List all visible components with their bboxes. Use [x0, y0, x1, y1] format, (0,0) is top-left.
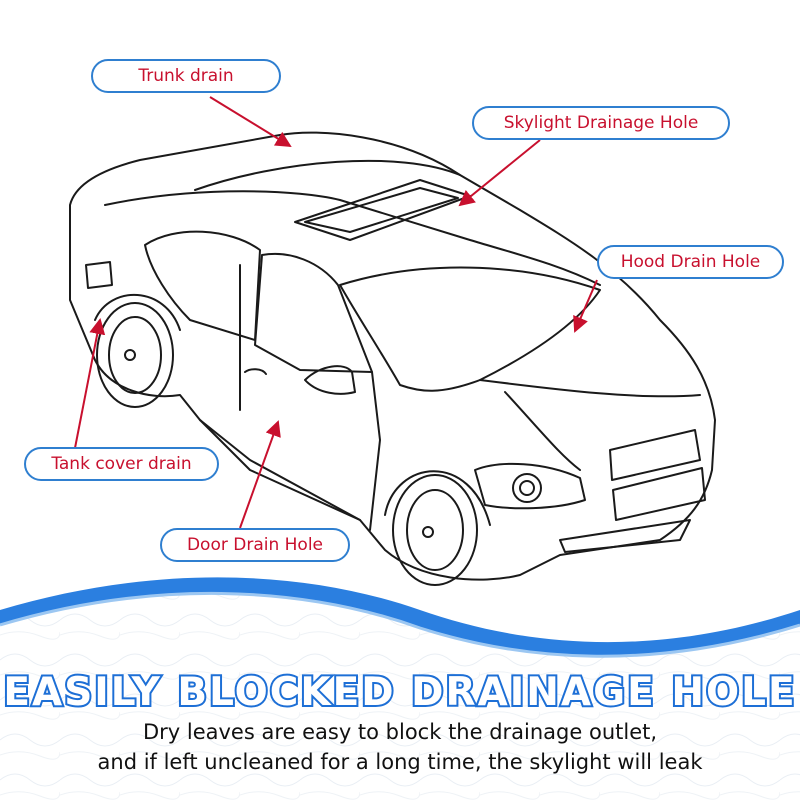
- arrow-tank-cover-drain: [74, 318, 106, 449]
- label-skylight-drainage-hole: Skylight Drainage Hole: [472, 106, 730, 140]
- label-tank-cover-drain: Tank cover drain: [24, 447, 219, 481]
- fuel-cap: [85, 261, 113, 289]
- footer-description-line-1: Dry leaves are easy to block the drainag…: [142, 720, 658, 744]
- footer-background: [0, 577, 800, 800]
- rear-window: [144, 230, 261, 341]
- grille: [609, 429, 701, 481]
- blue-wave: [0, 577, 800, 657]
- arrow-door-drain-hole: [239, 420, 281, 529]
- arrow-skylight-drainage-hole: [458, 139, 541, 207]
- label-door-drain-hole: Door Drain Hole: [160, 528, 350, 562]
- arrow-trunk-drain: [209, 96, 292, 148]
- label-trunk-drain: Trunk drain: [91, 59, 281, 93]
- side-mirror: [304, 365, 356, 395]
- arrow-hood-drain-hole: [573, 279, 598, 333]
- front-wheel: [392, 474, 478, 586]
- footer-headline: EASILY BLOCKED DRAINAGE HOLE: [1, 668, 797, 717]
- callout-arrows: [74, 96, 598, 529]
- windshield: [339, 266, 601, 392]
- front-window: [254, 252, 373, 373]
- label-hood-drain-hole: Hood Drain Hole: [597, 245, 784, 279]
- car-illustration: [69, 131, 716, 586]
- rear-wheel: [96, 302, 174, 408]
- footer-description-line-2: and if left uncleaned for a long time, t…: [97, 750, 703, 774]
- headlight: [474, 462, 586, 510]
